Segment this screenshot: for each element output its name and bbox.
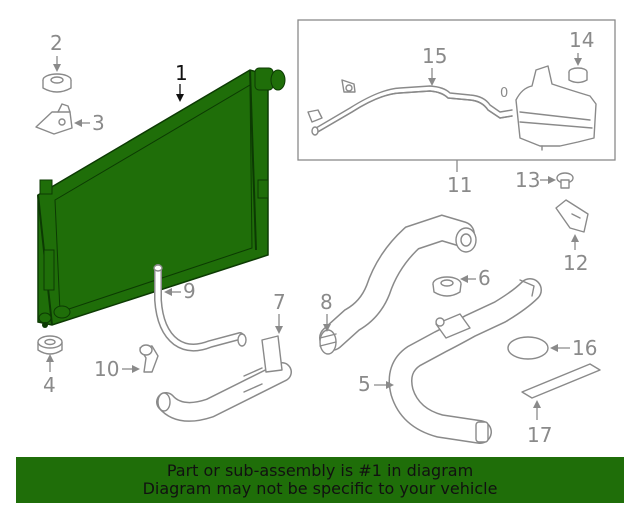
gasket-o-ring[interactable] xyxy=(507,336,549,360)
bypass-pipe[interactable] xyxy=(153,264,247,352)
callout-7: 7 xyxy=(273,290,286,334)
callout-15: 15 xyxy=(422,44,447,86)
callout-5: 5 xyxy=(358,372,394,396)
mount-bracket[interactable] xyxy=(35,103,73,135)
svg-text:16: 16 xyxy=(572,336,597,360)
callout-10: 10 xyxy=(94,357,140,381)
svg-text:4: 4 xyxy=(43,373,56,397)
small-hose-elbow[interactable] xyxy=(139,344,159,373)
radiator-part[interactable] xyxy=(37,67,286,328)
callout-17: 17 xyxy=(527,400,552,447)
upper-mount-insulator[interactable] xyxy=(42,73,72,93)
banner-line-2: Diagram may not be specific to your vehi… xyxy=(142,479,498,498)
lower-radiator-hose[interactable] xyxy=(388,278,542,444)
svg-text:12: 12 xyxy=(563,251,588,275)
callout-14: 14 xyxy=(569,28,594,66)
banner-line-1: Part or sub-assembly is #1 in diagram xyxy=(166,461,474,480)
svg-text:13: 13 xyxy=(515,168,540,192)
callout-1: 1 xyxy=(175,61,188,102)
svg-text:2: 2 xyxy=(50,31,63,55)
callout-9: 9 xyxy=(164,279,196,303)
svg-text:11: 11 xyxy=(447,173,472,197)
svg-text:5: 5 xyxy=(358,372,371,396)
svg-text:8: 8 xyxy=(320,290,333,314)
svg-text:9: 9 xyxy=(183,279,196,303)
svg-text:6: 6 xyxy=(478,266,491,290)
callout-3: 3 xyxy=(74,111,105,135)
upper-radiator-hose[interactable] xyxy=(319,214,477,355)
reservoir-level-mark: 0 xyxy=(500,86,508,101)
reservoir-cap[interactable] xyxy=(568,67,588,84)
svg-text:14: 14 xyxy=(569,28,594,52)
svg-text:3: 3 xyxy=(92,111,105,135)
svg-text:7: 7 xyxy=(273,290,286,314)
reservoir-hose[interactable] xyxy=(307,79,513,136)
reservoir-bracket[interactable] xyxy=(555,199,589,233)
insulation-strip[interactable] xyxy=(521,363,601,399)
lower-mount-insulator[interactable] xyxy=(37,335,63,355)
radiator-cap[interactable] xyxy=(432,276,462,297)
callout-12: 12 xyxy=(563,234,588,275)
part-notice-banner: Part or sub-assembly is #1 in diagram Di… xyxy=(16,457,624,503)
callout-16: 16 xyxy=(550,336,597,360)
callout-13: 13 xyxy=(515,168,556,192)
svg-text:15: 15 xyxy=(422,44,447,68)
lower-coolant-pipe[interactable] xyxy=(156,335,292,422)
callout-6: 6 xyxy=(460,266,491,290)
callout-2: 2 xyxy=(50,31,63,72)
svg-text:17: 17 xyxy=(527,423,552,447)
hose-clip-13[interactable] xyxy=(556,172,574,189)
callout-4: 4 xyxy=(43,354,56,397)
svg-text:1: 1 xyxy=(175,61,188,85)
callout-8: 8 xyxy=(320,290,333,332)
coolant-reservoir-tank[interactable]: 0 xyxy=(500,65,597,151)
callout-11: 11 xyxy=(447,160,472,197)
svg-text:10: 10 xyxy=(94,357,119,381)
